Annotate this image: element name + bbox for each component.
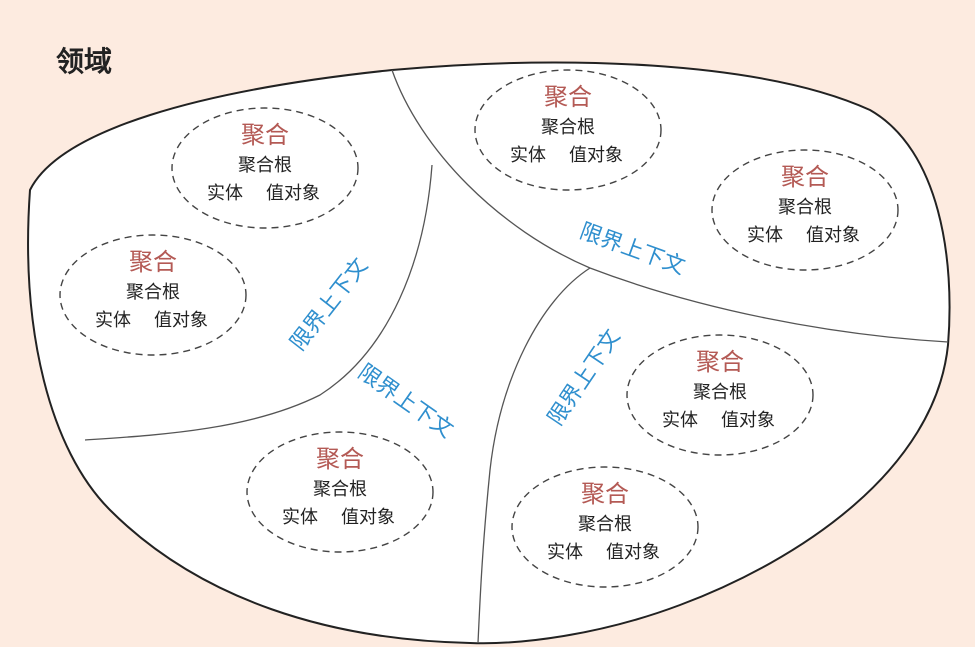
aggregate-boundary	[171, 107, 359, 229]
value-object: 值对象	[606, 542, 660, 563]
aggregate-boundary	[59, 234, 247, 356]
entity: 实体	[747, 225, 783, 246]
aggregate-boundary	[474, 69, 662, 191]
aggregate-title: 聚合	[581, 480, 629, 508]
entity: 实体	[207, 183, 243, 204]
aggregate-title: 聚合	[316, 445, 364, 473]
entity: 实体	[510, 145, 546, 166]
entity: 实体	[547, 542, 583, 563]
entity: 实体	[282, 507, 318, 528]
aggregate-boundary	[626, 334, 814, 456]
aggregate-title: 聚合	[544, 83, 592, 111]
value-object: 值对象	[154, 310, 208, 331]
domain-title: 领域	[56, 45, 113, 78]
value-object: 值对象	[341, 507, 395, 528]
aggregate-boundary	[511, 466, 699, 588]
aggregate-root: 聚合根	[126, 282, 180, 303]
context-divider	[84, 164, 433, 441]
aggregate-boundary	[711, 149, 899, 271]
aggregate-boundary	[246, 431, 434, 553]
aggregate-title: 聚合	[781, 163, 829, 191]
context-divider	[391, 69, 949, 343]
entity: 实体	[662, 410, 698, 431]
aggregate-root: 聚合根	[693, 382, 747, 403]
aggregate-title: 聚合	[129, 248, 177, 276]
aggregate-root: 聚合根	[238, 155, 292, 176]
value-object: 值对象	[806, 225, 860, 246]
value-object: 值对象	[569, 145, 623, 166]
domain-boundary	[27, 61, 951, 645]
aggregate-root: 聚合根	[578, 514, 632, 535]
context-divider	[477, 267, 591, 644]
aggregate-title: 聚合	[241, 121, 289, 149]
aggregate-root: 聚合根	[778, 197, 832, 218]
value-object: 值对象	[266, 183, 320, 204]
value-object: 值对象	[721, 410, 775, 431]
entity: 实体	[95, 310, 131, 331]
aggregate-root: 聚合根	[313, 479, 367, 500]
aggregate-root: 聚合根	[541, 117, 595, 138]
aggregate-title: 聚合	[696, 348, 744, 376]
